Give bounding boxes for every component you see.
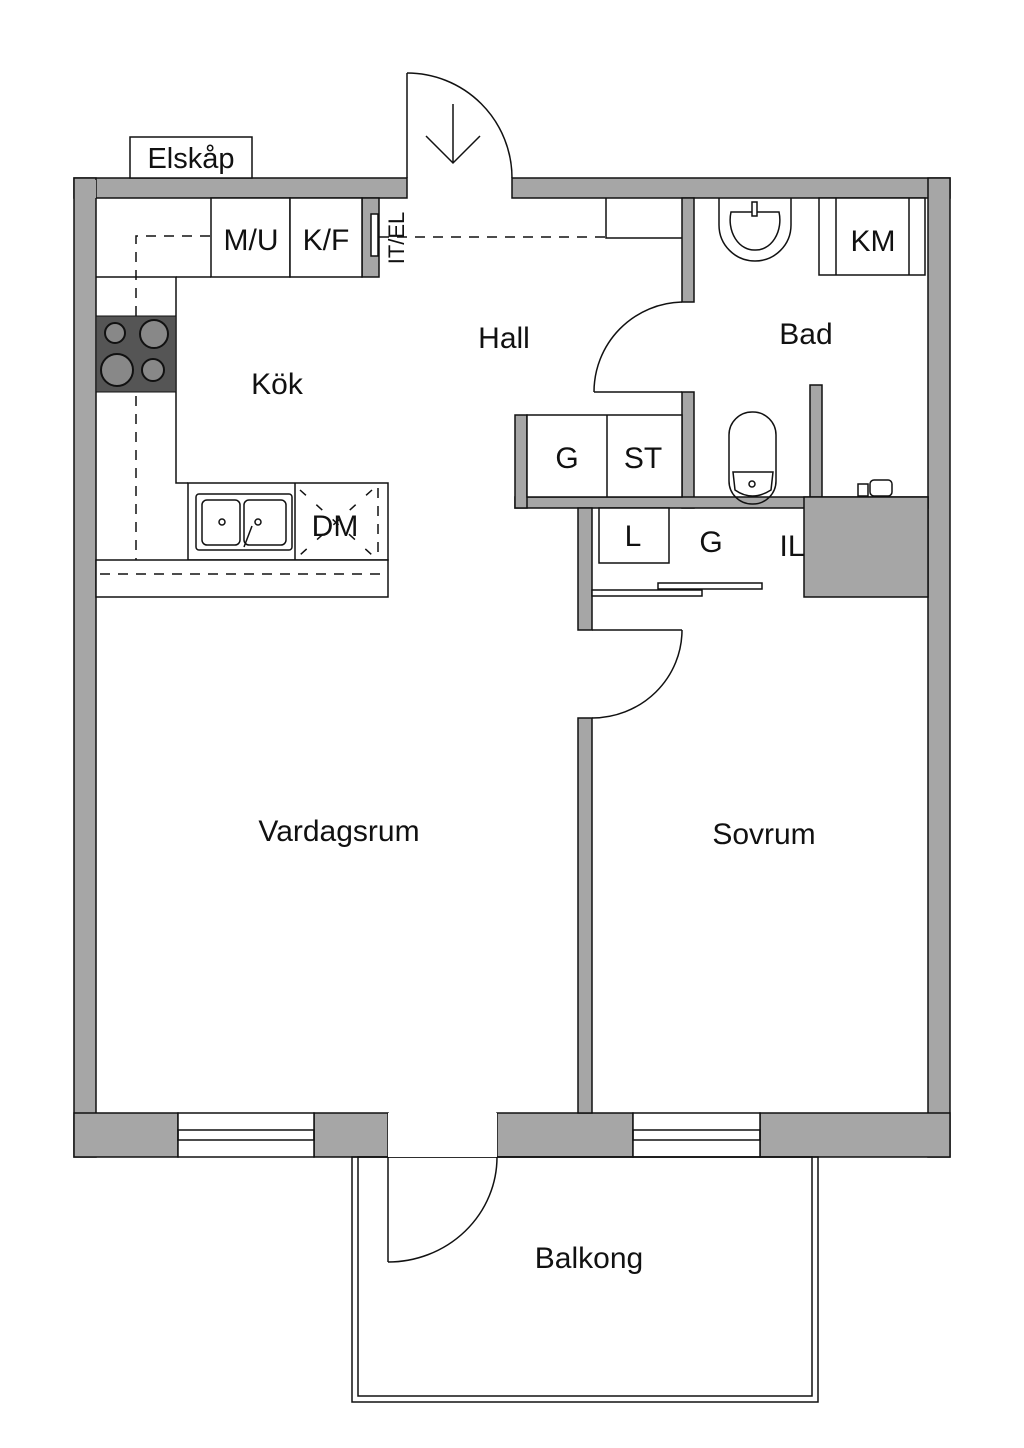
kf-label: K/F [303, 224, 350, 257]
g1-label: G [555, 442, 578, 475]
km-label: KM [851, 225, 896, 258]
elskap-label: Elskåp [147, 143, 234, 175]
g2-label: G [699, 526, 722, 559]
balcony-door-opening[interactable] [388, 1113, 497, 1157]
room-label-bedroom: Sovrum [712, 818, 815, 851]
room-label-bathroom: Bad [779, 318, 832, 351]
itel-label: IT/EL [384, 212, 409, 265]
interior-walls [361, 197, 929, 1114]
bedroom-closets: L G IL [598, 507, 805, 564]
kitchen-counters: DM M/U K/F IT/EL [95, 197, 606, 598]
il-label: IL [779, 530, 804, 563]
hall-closets: G ST [526, 414, 683, 498]
arrow-down-icon [425, 104, 481, 165]
window-bedroom [632, 1112, 761, 1158]
dm-label: DM [312, 510, 359, 543]
hall-shelf [605, 198, 682, 239]
room-label-living-room: Vardagsrum [258, 815, 419, 848]
mu-label: M/U [224, 224, 279, 257]
l-label: L [625, 520, 642, 553]
bathroom-door[interactable] [593, 301, 683, 393]
entrance-door[interactable] [406, 72, 513, 179]
st-label: ST [624, 442, 662, 475]
bedroom-door[interactable] [591, 629, 683, 719]
bathroom-fixtures: KM [718, 197, 926, 505]
interior [96, 198, 928, 1113]
window-living [177, 1112, 315, 1158]
dishwasher: DM [294, 483, 379, 560]
electrical-cabinet: Elskåp [129, 136, 253, 179]
room-label-hall: Hall [478, 322, 530, 355]
room-label-balcony: Balkong [535, 1242, 643, 1275]
balcony [351, 1156, 819, 1403]
stove [95, 315, 177, 393]
room-label-kitchen: Kök [251, 368, 304, 401]
